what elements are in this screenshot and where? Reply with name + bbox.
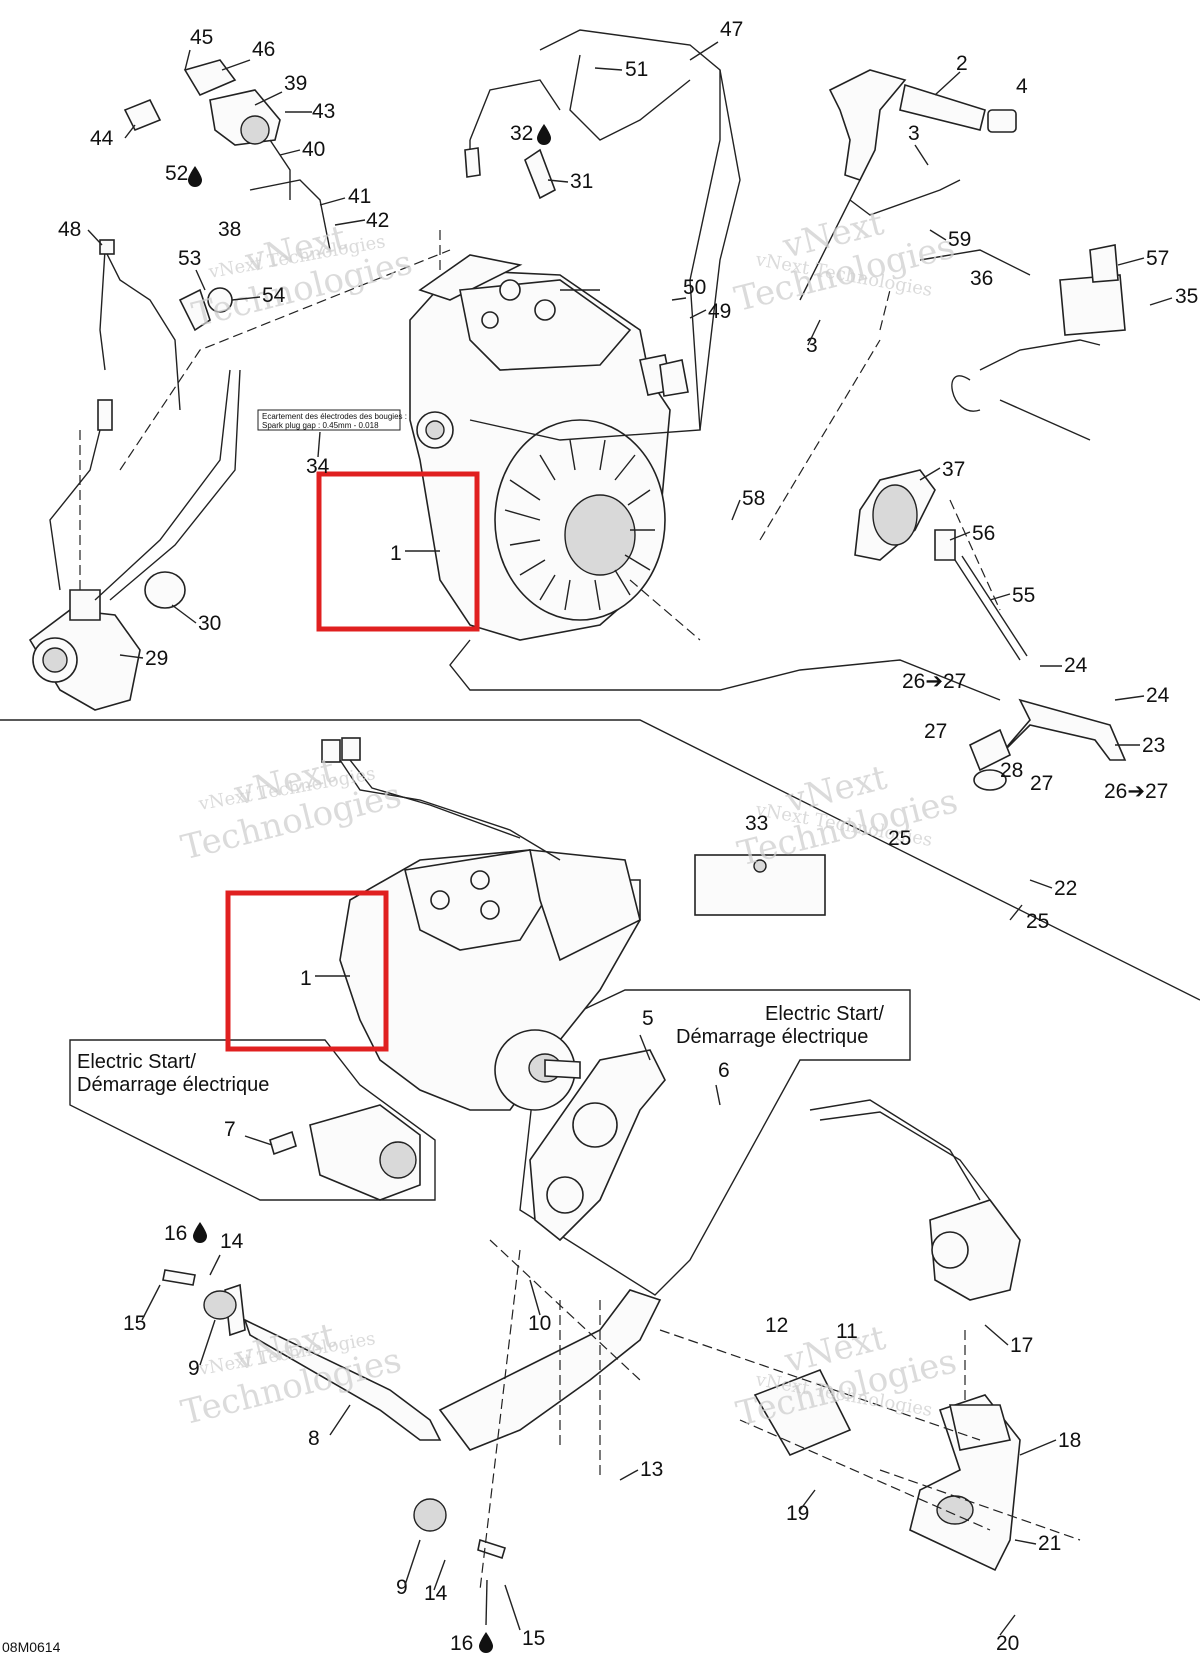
callout-24a: 24 bbox=[1064, 654, 1088, 677]
callout-25a: 25 bbox=[888, 827, 911, 850]
callout-16a: 16 bbox=[164, 1222, 187, 1245]
callouts-bottom: 28 27 26➔27 25 33 22 25 1 5 6 7 16 14 15… bbox=[123, 759, 1168, 1655]
callout-14a: 14 bbox=[220, 1230, 244, 1253]
callout-55: 55 bbox=[1012, 584, 1035, 607]
callout-52: 52 bbox=[165, 162, 188, 185]
callout-3b: 3 bbox=[806, 334, 818, 357]
callout-31: 31 bbox=[570, 170, 593, 193]
callout-2: 2 bbox=[956, 52, 968, 75]
drop-icon bbox=[193, 1222, 207, 1243]
callout-59: 59 bbox=[948, 228, 971, 251]
callout-57: 57 bbox=[1146, 247, 1169, 270]
callout-9a: 9 bbox=[188, 1357, 200, 1380]
callout-13: 13 bbox=[640, 1458, 663, 1481]
callout-42: 42 bbox=[366, 209, 389, 232]
callout-27b: 27 bbox=[1030, 772, 1053, 795]
callout-27a: 27 bbox=[924, 720, 947, 743]
callout-16b: 16 bbox=[450, 1632, 473, 1655]
callout-32: 32 bbox=[510, 122, 533, 145]
callout-38: 38 bbox=[218, 218, 241, 241]
callout-3: 3 bbox=[908, 122, 920, 145]
callout-47: 47 bbox=[720, 18, 743, 41]
callout-23: 23 bbox=[1142, 734, 1165, 757]
spark-plug-note-line2: Spark plug gap : 0.45mm - 0.018 bbox=[262, 421, 379, 430]
callout-56: 56 bbox=[972, 522, 995, 545]
callout-12: 12 bbox=[765, 1314, 788, 1337]
callout-14b: 14 bbox=[424, 1582, 448, 1605]
callout-8: 8 bbox=[308, 1427, 320, 1450]
callout-43: 43 bbox=[312, 100, 335, 123]
callout-39: 39 bbox=[284, 72, 307, 95]
callout-49: 49 bbox=[708, 300, 731, 323]
callout-7: 7 bbox=[224, 1118, 236, 1141]
callout-48: 48 bbox=[58, 218, 81, 241]
callout-24b: 24 bbox=[1146, 684, 1170, 707]
drawing-code: 08M0614 bbox=[2, 1639, 61, 1655]
callout-35: 35 bbox=[1175, 285, 1198, 308]
callout-26-27-bottom: 26➔27 bbox=[1104, 780, 1168, 803]
drop-icon bbox=[188, 166, 202, 187]
callout-54: 54 bbox=[262, 284, 286, 307]
callout-45: 45 bbox=[190, 26, 213, 49]
callout-21: 21 bbox=[1038, 1532, 1061, 1555]
callout-19: 19 bbox=[786, 1502, 809, 1525]
callout-15a: 15 bbox=[123, 1312, 146, 1335]
electric-start-label-left-2: Démarrage électrique bbox=[77, 1074, 269, 1096]
callout-20: 20 bbox=[996, 1632, 1019, 1655]
callout-1-bottom: 1 bbox=[300, 967, 312, 990]
callout-6: 6 bbox=[718, 1059, 730, 1082]
callout-51: 51 bbox=[625, 58, 648, 81]
callout-34: 34 bbox=[306, 455, 330, 478]
drop-icon bbox=[479, 1632, 493, 1653]
highlight-box-top bbox=[316, 471, 480, 632]
watermarks: vNext Technologies vNext Technologies vN… bbox=[177, 203, 961, 1435]
callout-33: 33 bbox=[745, 812, 768, 835]
callout-4: 4 bbox=[1016, 75, 1028, 98]
callout-53: 53 bbox=[178, 247, 201, 270]
bottom-assembly-drawing bbox=[69, 737, 1081, 1591]
callout-40: 40 bbox=[302, 138, 325, 161]
spark-plug-gap-note: Ecartement des électrodes des bougies : … bbox=[257, 409, 407, 431]
drop-icon bbox=[537, 124, 551, 145]
callout-30: 30 bbox=[198, 612, 221, 635]
callout-28: 28 bbox=[1000, 759, 1023, 782]
callout-22: 22 bbox=[1054, 877, 1077, 900]
callout-17: 17 bbox=[1010, 1334, 1033, 1357]
callout-1-top: 1 bbox=[390, 542, 402, 565]
callout-10: 10 bbox=[528, 1312, 551, 1335]
electric-start-label-right-1: Electric Start/ bbox=[765, 1003, 884, 1025]
callout-18: 18 bbox=[1058, 1429, 1081, 1452]
callout-44: 44 bbox=[90, 127, 114, 150]
electric-start-label-right-2: Démarrage électrique bbox=[676, 1026, 868, 1048]
callout-36: 36 bbox=[970, 267, 993, 290]
callout-29: 29 bbox=[145, 647, 168, 670]
drop-icons bbox=[188, 124, 551, 1653]
callout-46: 46 bbox=[252, 38, 275, 61]
spark-plug-note-line1: Ecartement des électrodes des bougies : bbox=[262, 412, 407, 421]
leader-lines bbox=[87, 41, 1173, 1636]
callout-11: 11 bbox=[836, 1320, 858, 1343]
callout-5: 5 bbox=[642, 1007, 654, 1030]
callout-50: 50 bbox=[683, 276, 706, 299]
highlight-box-bottom bbox=[225, 890, 389, 1052]
callout-15b: 15 bbox=[522, 1627, 545, 1650]
callout-58: 58 bbox=[742, 487, 765, 510]
callout-37: 37 bbox=[942, 458, 965, 481]
electric-start-label-left-1: Electric Start/ bbox=[77, 1051, 196, 1073]
callouts-top: 45 46 39 43 44 52 40 41 42 38 48 53 54 4… bbox=[58, 18, 1198, 757]
callout-9b: 9 bbox=[396, 1576, 408, 1599]
callout-26-27-top: 26➔27 bbox=[902, 670, 966, 693]
callout-25b: 25 bbox=[1026, 910, 1049, 933]
callout-41: 41 bbox=[348, 185, 371, 208]
